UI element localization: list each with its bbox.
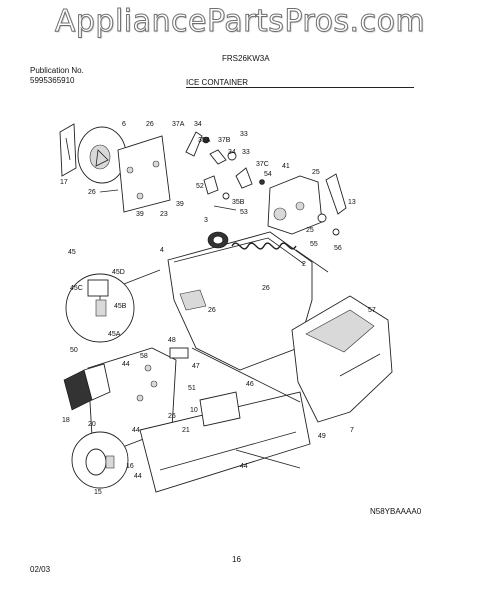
callout-39b: 39 (176, 201, 184, 208)
callout-56: 56 (334, 245, 342, 252)
inset-16-lamp (71, 431, 129, 489)
callout-34: 34 (194, 121, 202, 128)
callout-47: 47 (192, 363, 200, 370)
callout-39: 39 (136, 211, 144, 218)
callout-41: 41 (282, 163, 290, 170)
section-title: ICE CONTAINER (186, 78, 249, 87)
part-6-housing (77, 126, 127, 184)
callout-44: 44 (122, 361, 130, 368)
callout-49: 49 (318, 433, 326, 440)
callout-58: 58 (140, 353, 148, 360)
callout-50: 50 (70, 347, 78, 354)
callout-26: 26 (146, 121, 154, 128)
callout-37a: 37A (172, 121, 185, 128)
callout-44c: 44 (240, 463, 248, 470)
part-3-auger-ring (207, 231, 229, 249)
callout-23: 23 (160, 211, 168, 218)
callout-15: 15 (94, 489, 102, 496)
callout-16: 16 (126, 463, 134, 470)
callout-54: 54 (264, 171, 272, 178)
callout-26c: 26 (262, 285, 270, 292)
callout-51: 51 (188, 385, 196, 392)
callout-45b: 45B (114, 303, 127, 310)
callout-37c: 37C (256, 161, 269, 168)
watermark-text: AppliancePartsPros.com (54, 4, 426, 40)
callout-20: 20 (88, 421, 96, 428)
callout-45d: 45D (112, 269, 125, 276)
callout-13: 13 (348, 199, 356, 206)
callout-55: 55 (310, 241, 318, 248)
callout-10: 10 (190, 407, 198, 414)
lever-assembly (185, 131, 265, 211)
part-41-motor (267, 173, 347, 236)
callout-21: 21 (182, 427, 190, 434)
print-date: 02/03 (30, 565, 51, 574)
callout-46: 46 (246, 381, 254, 388)
part-23-bracket (99, 135, 171, 213)
model-number: FRS26KW3A (222, 54, 270, 63)
part-18-motor (63, 363, 111, 411)
callout-6: 6 (122, 121, 126, 128)
page-number: 16 (232, 555, 241, 564)
callout-52: 52 (196, 183, 204, 190)
part-2-auger-spring (231, 242, 329, 273)
callout-35a: 35A (198, 137, 211, 144)
callout-33b: 33 (242, 149, 250, 156)
callout-26e: 26 (168, 413, 176, 420)
callout-44b: 44 (132, 427, 140, 434)
callout-53: 53 (240, 209, 248, 216)
callout-25: 25 (312, 169, 320, 176)
callout-35b: 35B (232, 199, 245, 206)
callout-3: 3 (204, 217, 208, 224)
part-46-rod (191, 347, 301, 403)
callout-57: 57 (368, 307, 376, 314)
diagram-reference-code: N58YBAAAA0 (370, 507, 422, 516)
callout-26b: 26 (88, 189, 96, 196)
callout-26d: 26 (208, 307, 216, 314)
callout-18: 18 (62, 417, 70, 424)
callout-45c: 45C (70, 285, 83, 292)
callout-34b: 34 (228, 149, 236, 156)
callout-37b: 37B (218, 137, 231, 144)
callout-48: 48 (168, 337, 176, 344)
callout-25b: 25 (306, 227, 314, 234)
part-7-chute (291, 295, 393, 423)
callout-45a: 45A (108, 331, 121, 338)
callout-2: 2 (302, 261, 306, 268)
header-rule (186, 87, 414, 88)
part-17-plate (59, 123, 77, 177)
callout-7: 7 (350, 427, 354, 434)
callout-17: 17 (60, 179, 68, 186)
callout-33: 33 (240, 131, 248, 138)
publication-label: Publication No. (30, 66, 84, 75)
callout-44d: 44 (134, 473, 142, 480)
callout-45: 45 (68, 249, 76, 256)
publication-number: 5995365910 (30, 76, 75, 85)
callout-4: 4 (160, 247, 164, 254)
inset-45-switch (65, 269, 161, 343)
part-4-ice-container (167, 231, 313, 371)
part-49-tray (139, 391, 311, 493)
